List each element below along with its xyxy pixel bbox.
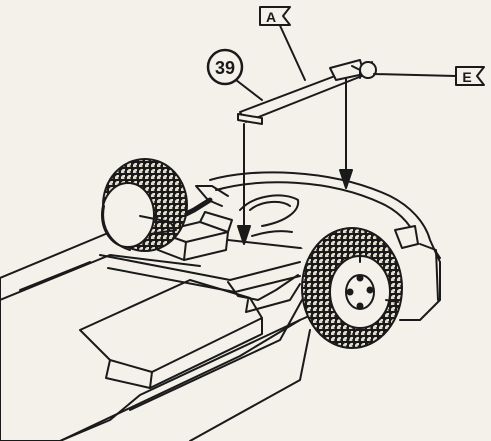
- leader-lines: [235, 18, 457, 101]
- right-wheel: [301, 227, 403, 349]
- left-arrow-head: [237, 225, 251, 245]
- roll-bar-part: [237, 59, 377, 125]
- insertion-arrows: [237, 77, 353, 245]
- right-arrow-head: [339, 169, 353, 189]
- leader-e: [373, 73, 457, 77]
- step-number-callout: 39: [206, 48, 244, 86]
- leader-a: [276, 18, 306, 81]
- side-rails: [99, 254, 301, 313]
- flag-a-label: A: [266, 9, 276, 25]
- flag-e-callout: E: [455, 66, 485, 86]
- left-wheel: [101, 158, 188, 252]
- flag-e-label: E: [462, 69, 471, 85]
- step-number-label: 39: [215, 58, 235, 78]
- leader-39: [235, 79, 263, 101]
- flag-a-callout: A: [259, 6, 291, 26]
